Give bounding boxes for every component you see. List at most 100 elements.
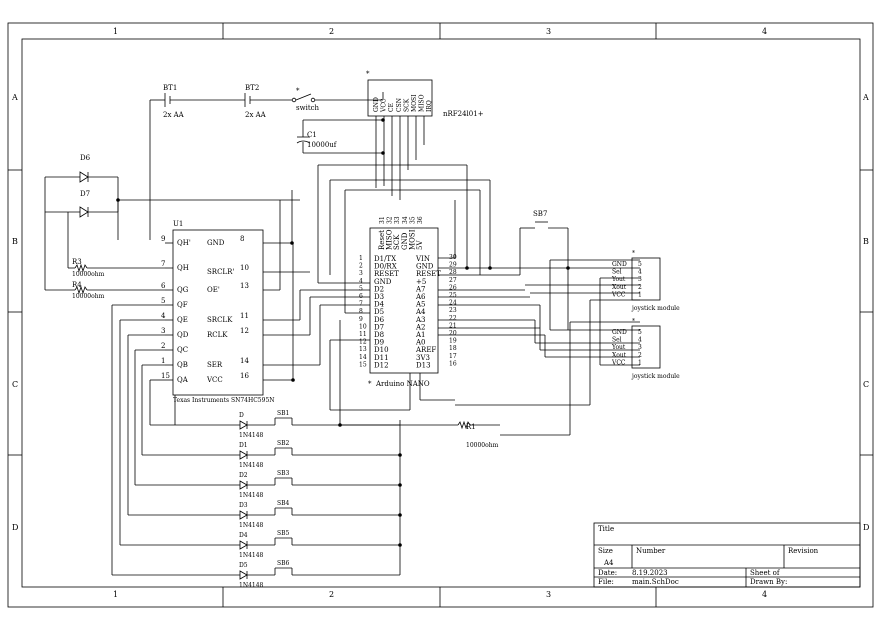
u1-pin-srclr-bar: SRCLR' — [207, 268, 234, 276]
arduino-pin-d2: D2 — [374, 285, 384, 293]
u1-pin-qf: QF — [177, 301, 188, 309]
arduino-pin-a5: A5 — [415, 301, 426, 309]
u1-pin-ser: SER — [207, 361, 223, 369]
nrf-name: nRF24l01+ — [443, 110, 484, 118]
arduino-right-pin-num-30: 30 — [449, 254, 457, 261]
nrf-pin-gnd: GND — [373, 97, 380, 112]
bt2-value: 2x AA — [245, 111, 267, 119]
u1-pin-num-12: 12 — [240, 327, 249, 335]
nrf-pin-csn: CSN — [396, 98, 403, 112]
button-row-3-diode-value: 1N4148 — [239, 492, 264, 499]
u1-pin-num-6: 6 — [161, 282, 166, 290]
arduino-pin-d8: D8 — [374, 331, 384, 339]
arduino-right-pin-num-26: 26 — [449, 284, 457, 291]
joystick-2-pin-num-1: 1 — [638, 359, 642, 366]
col-label-bottom-2: 2 — [329, 590, 334, 599]
arduino-left-pin-num-8: 8 — [359, 308, 363, 315]
r1-label: R1 — [466, 423, 476, 431]
joystick-2-pin-xout: Xout — [612, 352, 627, 359]
row-label-left-b: B — [12, 237, 18, 246]
button-row-5-diode: D4 — [239, 532, 248, 539]
arduino-right-pin-num-18: 18 — [449, 345, 457, 352]
arduino-right-pin-num-22: 22 — [449, 315, 457, 322]
shift-register-u1 — [172, 229, 264, 396]
arduino-pin-reset: RESET — [416, 270, 441, 278]
sb7-label: SB7 — [533, 210, 547, 218]
arduino-top-pin-num-33: 33 — [394, 216, 401, 224]
button-row-4-diode-value: 1N4148 — [239, 522, 264, 529]
col-label-top-1: 1 — [113, 27, 118, 36]
joystick-2-pin-yout: Yout — [611, 344, 626, 351]
joystick-1-pin-num-5: 5 — [638, 261, 642, 268]
nrf-pin-mosi: MOSI — [411, 94, 418, 112]
arduino-pin-gnd: GND — [374, 278, 392, 286]
u1-pin-num-1: 1 — [161, 357, 165, 365]
arduino-left-pin-num-7: 7 — [359, 301, 363, 308]
arduino-pin-d13: D13 — [416, 361, 431, 369]
u1-pin-qc: QC — [177, 346, 188, 354]
joystick-1-pin-num-2: 2 — [638, 284, 642, 291]
nrf-pin-miso: MISO — [419, 94, 426, 112]
joystick-1-pin-num-1: 1 — [638, 291, 642, 298]
joystick-2-pin-num-3: 3 — [638, 344, 642, 351]
date-value: 8.19.2023 — [632, 569, 668, 577]
u1-pin-srclk: SRCLK — [207, 316, 233, 324]
size-label: Size — [598, 547, 613, 555]
u1-pin-rclk: RCLK — [207, 331, 228, 339]
joystick-1-star: * — [632, 250, 635, 257]
arduino-right-pin-num-19: 19 — [449, 338, 457, 345]
arduino-top-pin-num-35: 35 — [409, 216, 416, 224]
button-row-3-switch: SB3 — [277, 470, 290, 477]
inner-frame — [21, 38, 861, 588]
c1-label: C1 — [307, 131, 317, 139]
r4-label: R4 — [72, 281, 82, 289]
d7-label: D7 — [80, 190, 90, 198]
u1-pin-gnd: GND — [207, 239, 225, 247]
arduino-left-pin-num-11: 11 — [359, 331, 367, 338]
arduino-pin-reset: RESET — [374, 270, 399, 278]
frame-column-labels: 1 2 3 4 1 2 3 4 — [113, 27, 767, 599]
joystick-2-star: * — [632, 318, 635, 325]
button-row-6-diode-value: 1N4148 — [239, 582, 264, 589]
arduino-top-pin-gnd: GND — [401, 232, 409, 250]
arduino-top-pin-miso: MISO — [386, 229, 394, 250]
u1-pin-num-13: 13 — [240, 282, 249, 290]
r1-value: 10000ohm — [466, 442, 499, 449]
joystick-2-pin-sel: Sel — [612, 337, 622, 344]
joystick-1-pin-gnd: GND — [612, 261, 627, 268]
arduino-pin-d9: D9 — [374, 339, 384, 347]
file-label: File: — [598, 578, 614, 586]
u1-pin-num-10: 10 — [240, 264, 249, 272]
arduino-top-pin-sck: SCK — [393, 234, 401, 250]
u1-pin-num-8: 8 — [240, 235, 244, 243]
switch-label: switch — [296, 104, 320, 112]
arduino-top-pin-num-36: 36 — [417, 216, 424, 224]
joystick-2-pin-num-2: 2 — [638, 352, 642, 359]
u1-pin-qh-bar: QH' — [177, 239, 191, 247]
nrf-pin-ce: CE — [388, 103, 395, 112]
joystick-1-pin-sel: Sel — [612, 269, 622, 276]
row-label-left-d: D — [12, 523, 18, 532]
arduino-right-pin-num-24: 24 — [449, 300, 457, 307]
arduino-right-pin-num-29: 29 — [449, 262, 457, 269]
joystick-2-pin-vcc: VCC — [611, 359, 626, 366]
u1-pin-qd: QD — [177, 331, 189, 339]
button-row-3-diode: D2 — [239, 472, 248, 479]
arduino-pin-d0-rx: D0/RX — [374, 263, 397, 271]
joystick-1-pin-vcc: VCC — [611, 291, 626, 298]
arduino-pin-d4: D4 — [374, 301, 385, 309]
button-diode-labels: D1N4148SB1D11N4148SB2D21N4148SB3D31N4148… — [239, 410, 290, 589]
r4-value: 10000ohm — [72, 293, 105, 300]
u1-pin-num-5: 5 — [161, 297, 165, 305]
col-label-top-3: 3 — [546, 27, 551, 36]
date-label: Date: — [598, 569, 617, 577]
u1-pin-qg: QG — [177, 286, 189, 294]
arduino-pin-a0: A0 — [415, 339, 426, 347]
button-row-4-switch: SB4 — [277, 500, 290, 507]
revision-label: Revision — [788, 547, 819, 555]
joystick-2-pin-gnd: GND — [612, 329, 627, 336]
bt1-value: 2x AA — [163, 111, 185, 119]
joystick-module-2 — [631, 325, 661, 369]
